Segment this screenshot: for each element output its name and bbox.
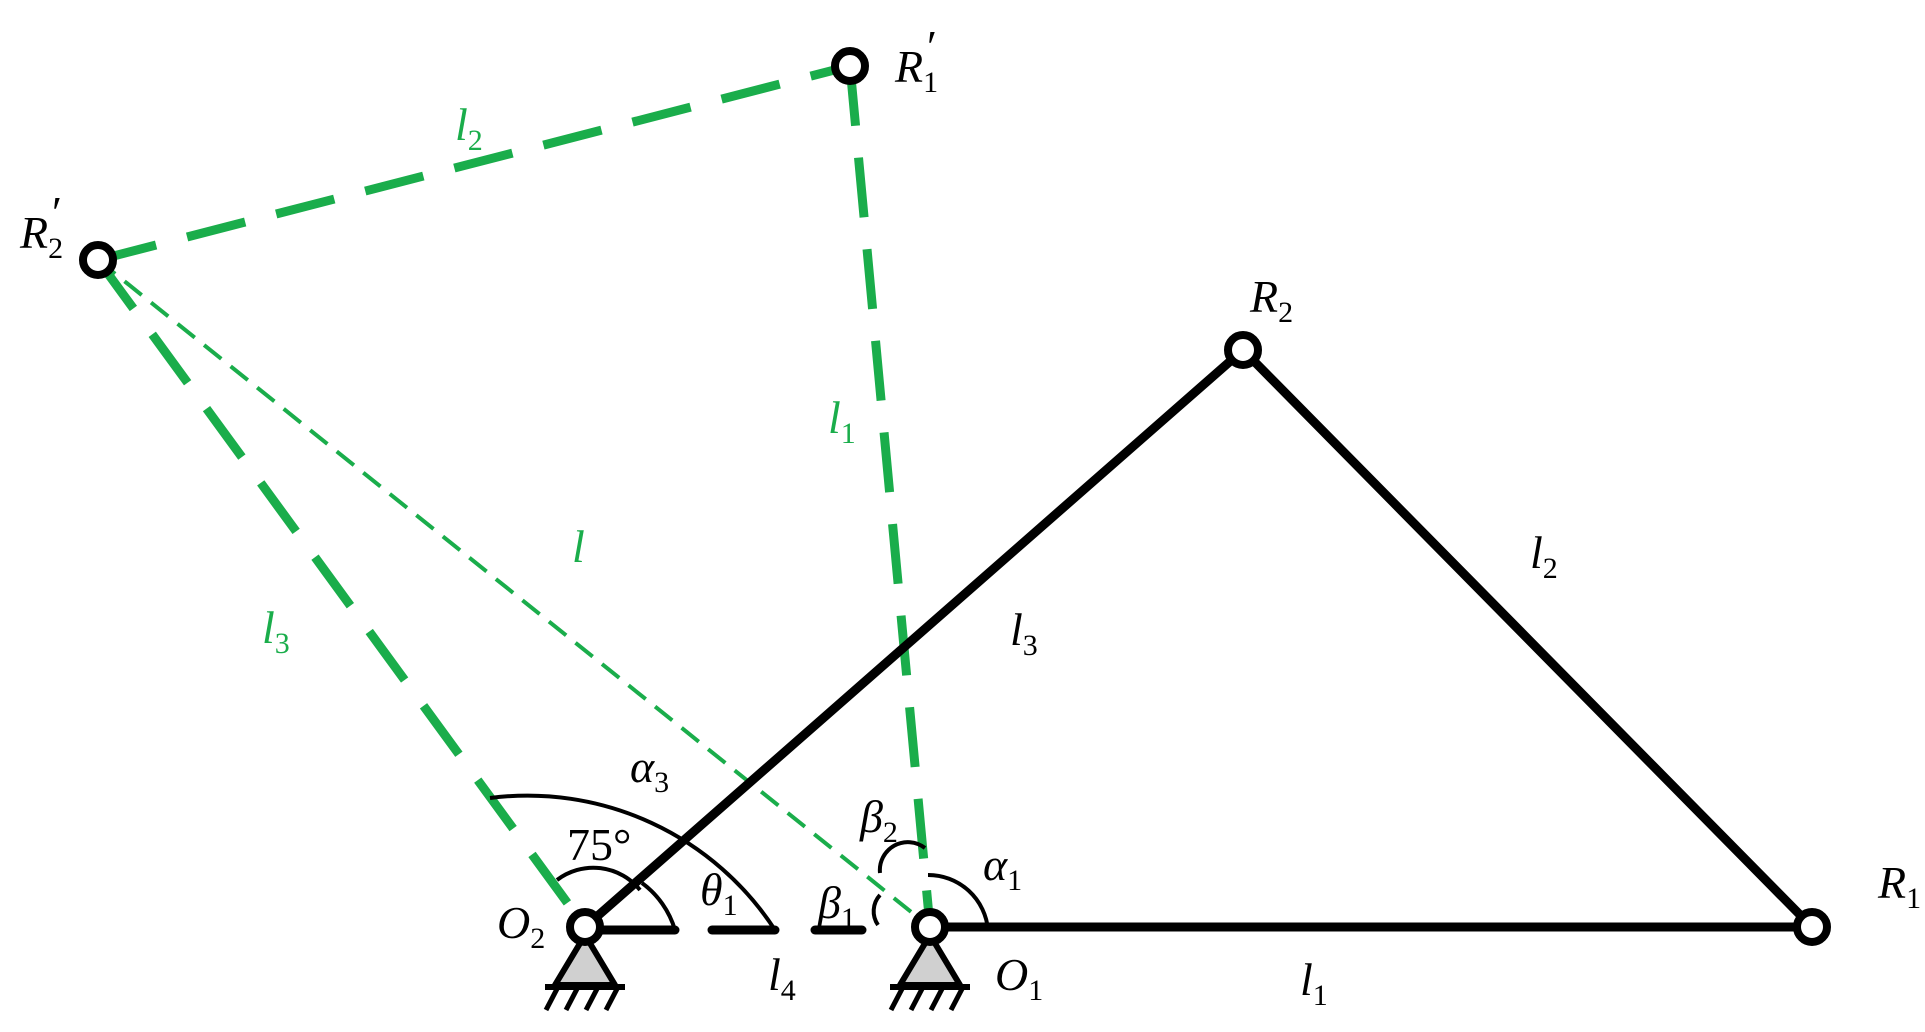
- joint-R2-prime: [79, 241, 117, 279]
- label-R1: R1: [1877, 857, 1921, 915]
- black-link-l2: [1238, 345, 1817, 932]
- arc-beta2: [877, 840, 927, 874]
- label-alpha1: α1: [983, 839, 1022, 897]
- ground-support-O1: [888, 932, 970, 1012]
- joint-O1: [911, 908, 949, 946]
- label-l3-black: l3: [1010, 604, 1038, 662]
- label-l1-green: l1: [828, 392, 856, 450]
- label-O2: O2: [497, 897, 545, 955]
- label-R2: R2: [1249, 271, 1293, 329]
- joint-O2: [566, 908, 604, 946]
- arc-alpha3: [489, 793, 777, 932]
- joint-R2: [1224, 331, 1262, 369]
- label-R1-prime: R1′: [894, 21, 938, 99]
- label-l3-green: l3: [262, 602, 290, 660]
- joint-R1-prime: [831, 47, 869, 85]
- label-l1-black: l1: [1300, 954, 1328, 1012]
- arc-75deg: [555, 865, 642, 892]
- label-beta2: β2: [859, 791, 898, 849]
- label-l-green: l: [572, 521, 585, 572]
- joint-R1: [1793, 908, 1831, 946]
- label-R2-prime: R2′: [19, 187, 63, 265]
- black-link-l3: [580, 345, 1248, 932]
- label-l2-green: l2: [455, 99, 483, 157]
- label-l2-black: l2: [1530, 527, 1558, 585]
- label-beta1: β1: [817, 877, 856, 935]
- green-link-l1: [845, 65, 935, 928]
- label-75deg: 75°: [567, 819, 631, 870]
- green-link-l2: [96, 61, 852, 265]
- green-link-l3: [94, 257, 589, 930]
- label-O1: O1: [995, 949, 1043, 1007]
- green-diagonal-l: [96, 258, 932, 929]
- label-alpha3: α3: [630, 741, 669, 799]
- arc-beta1: [871, 893, 882, 927]
- ground-support-O2: [543, 932, 625, 1012]
- arc-theta1: [640, 881, 677, 931]
- arc-alpha1: [927, 872, 990, 931]
- label-theta1: θ1: [700, 864, 738, 922]
- label-l4-black: l4: [768, 949, 796, 1007]
